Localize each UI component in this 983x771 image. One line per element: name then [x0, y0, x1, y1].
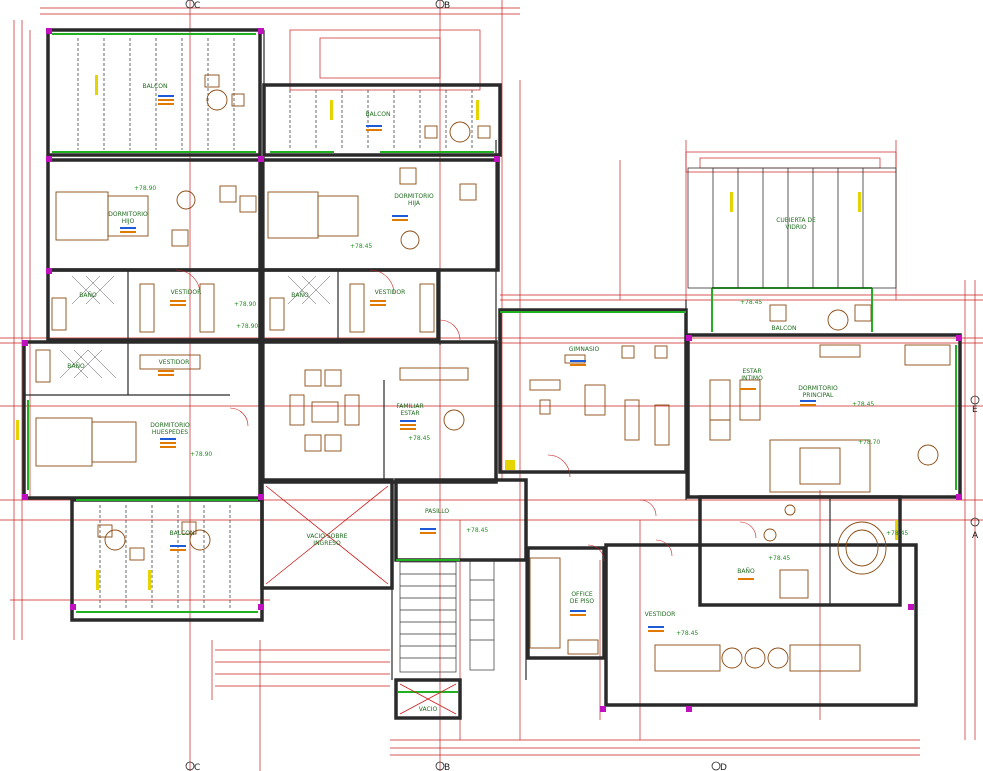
axis-label: D — [720, 763, 727, 771]
bath-tile-hatch — [59, 275, 331, 379]
room-label: VESTIDOR — [645, 611, 676, 618]
room-label: INTIMO — [741, 375, 763, 382]
room-label: HIJA — [408, 200, 421, 207]
balcony-beams — [77, 38, 473, 610]
level-mark: +78.45 — [350, 243, 372, 250]
furniture — [35, 74, 951, 672]
room-label: FAMILIAR — [396, 403, 423, 410]
room-label: GIMNASIO — [569, 346, 600, 353]
room-label: BALCON — [170, 530, 195, 537]
room-label: BALCON — [143, 83, 168, 90]
level-mark: +78.70 — [858, 439, 880, 446]
axis-label: C — [194, 1, 200, 11]
level-mark: +78.90 — [234, 301, 256, 308]
level-mark: +78.45 — [740, 299, 762, 306]
room-label: VESTIDOR — [159, 359, 190, 366]
room-label: DORMITORIO — [798, 385, 838, 392]
axis-label: C — [194, 763, 200, 771]
room-label: BAÑO — [79, 292, 97, 299]
room-label: BAÑO — [67, 363, 85, 370]
structural-columns — [22, 28, 962, 712]
room-labels: BALCON BALCON DORMITORIO HIJO DORMITORIO… — [67, 83, 838, 713]
room-label: VACIO SOBRE — [307, 533, 348, 540]
axis-label: A — [972, 531, 979, 541]
room-label: VACIO — [419, 706, 438, 713]
room-label: OFFICE — [571, 591, 593, 598]
axis-markers: C B C B D E A — [185, 0, 980, 771]
door-swings — [175, 269, 757, 562]
level-mark: +78.90 — [190, 451, 212, 458]
room-label: DORMITORIO — [394, 193, 434, 200]
void-cross — [265, 485, 457, 715]
room-label: HIJO — [122, 218, 135, 225]
room-label: VESTIDOR — [171, 289, 202, 296]
level-mark: +78.45 — [768, 555, 790, 562]
glass-roof-grid — [687, 167, 897, 289]
room-label: BALCON — [772, 325, 797, 332]
axis-label: B — [444, 763, 450, 771]
level-marks: +78.90 +78.45 +78.90 +78.45 +78.90 +78.4… — [134, 185, 908, 637]
level-mark: +78.45 — [676, 630, 698, 637]
level-mark: +78.45 — [408, 435, 430, 442]
room-label: BALCON — [366, 111, 391, 118]
room-label: DE PISO — [570, 598, 595, 605]
room-label: PRINCIPAL — [803, 392, 834, 399]
room-label: DORMITORIO — [150, 422, 190, 429]
axis-label: E — [972, 405, 978, 415]
level-mark: +78.45 — [852, 401, 874, 408]
level-markers — [16, 75, 898, 590]
room-label: CUBIERTA DE — [776, 217, 816, 224]
annotation-blocks — [120, 95, 816, 632]
room-label: DORMITORIO — [108, 211, 148, 218]
room-label: VESTIDOR — [375, 289, 406, 296]
room-label: VIDRIO — [785, 224, 806, 231]
wall-hatching — [24, 30, 831, 680]
axis-label: B — [444, 1, 450, 11]
room-label: BAÑO — [737, 568, 755, 575]
level-mark: +78.45 — [886, 530, 908, 537]
level-mark: +78.90 — [236, 323, 258, 330]
room-label: ESTAR — [742, 368, 761, 375]
room-label: ESTAR — [400, 410, 419, 417]
room-label: INGRESO — [313, 540, 341, 547]
stairs — [399, 559, 495, 673]
room-label: BAÑO — [291, 292, 309, 299]
room-label: HUESPEDES — [152, 429, 188, 436]
level-mark: +78.45 — [466, 527, 488, 534]
level-mark: +78.90 — [134, 185, 156, 192]
room-label: PASILLO — [425, 508, 449, 515]
